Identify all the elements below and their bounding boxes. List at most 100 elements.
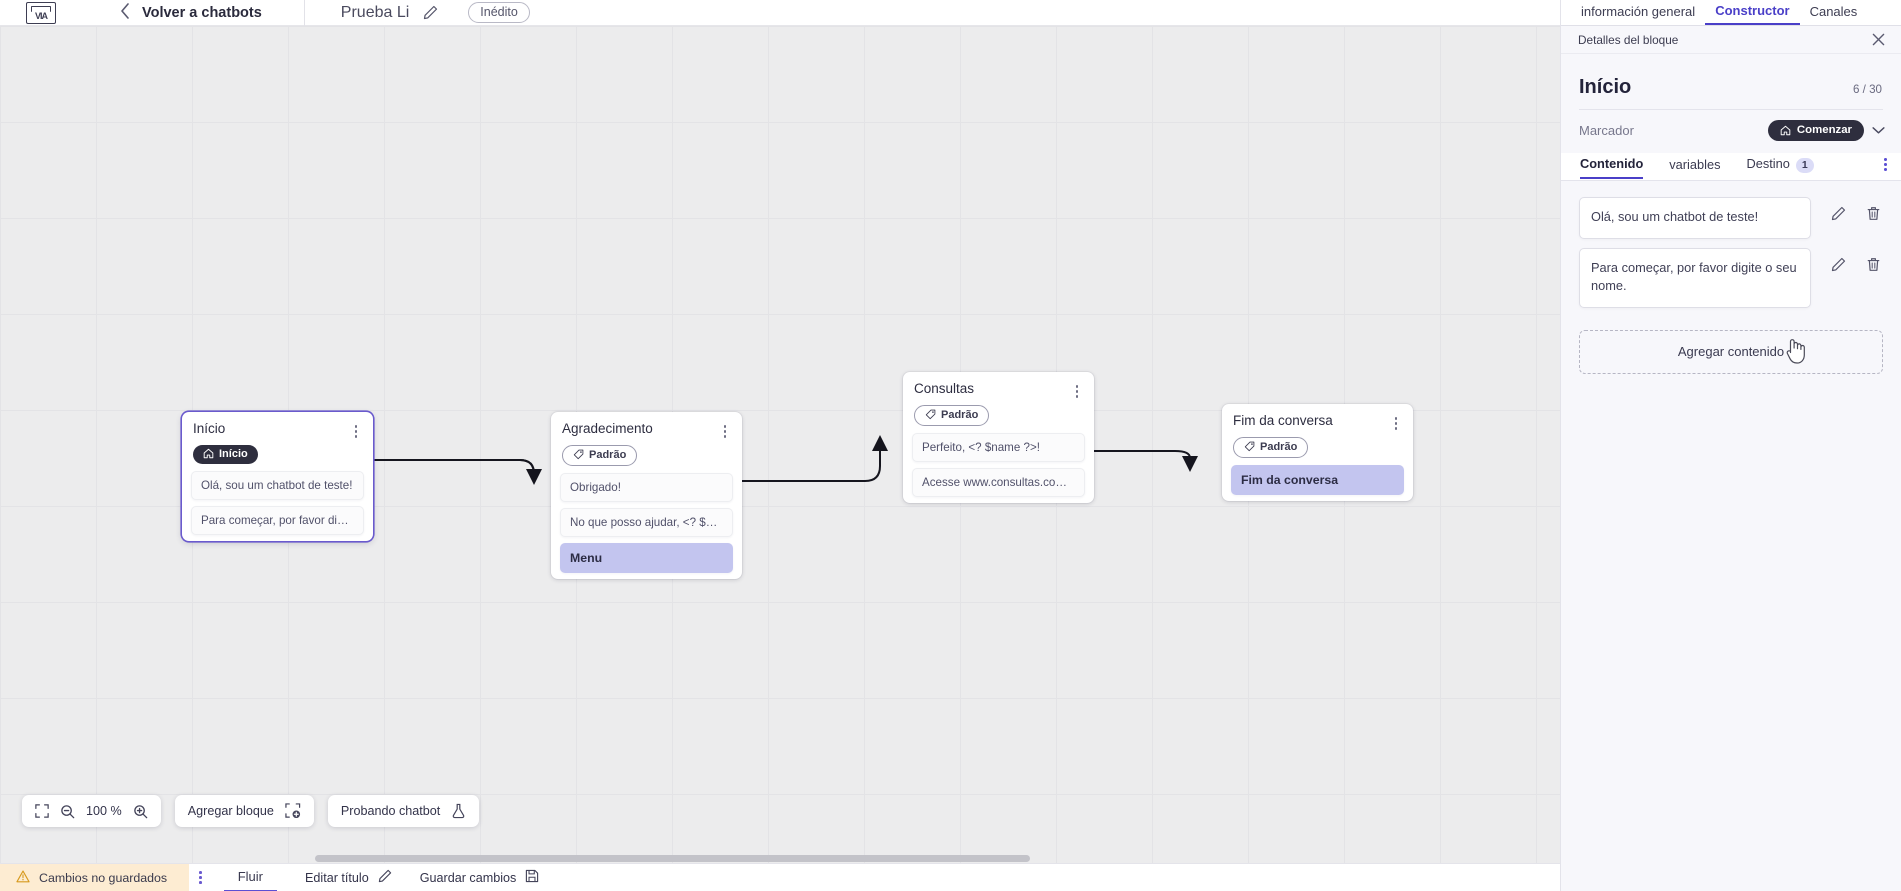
node-header: Agradecimento <box>551 412 742 438</box>
tab-destino-badge: 1 <box>1795 158 1814 173</box>
node-message-end[interactable]: Fim da conversa <box>1231 464 1404 495</box>
content-item-actions <box>1811 197 1885 221</box>
test-chatbot-button[interactable]: Probando chatbot <box>327 795 480 827</box>
back-chevron-icon[interactable] <box>120 3 130 22</box>
node-messages: Perfeito, <? $name ?>! Acesse www.consul… <box>903 430 1094 497</box>
node-badge-row: Padrão <box>1222 430 1413 462</box>
flow-node-fim-da-conversa[interactable]: Fim da conversa Padrão Fim da conversa <box>1222 404 1413 501</box>
pencil-icon <box>378 869 392 886</box>
add-block-icon[interactable] <box>285 803 301 819</box>
panel-divider <box>1579 109 1883 110</box>
save-changes-button[interactable]: Guardar cambios <box>420 869 540 886</box>
block-count: 6 / 30 <box>1852 83 1882 96</box>
edit-title-pencil-icon[interactable] <box>423 5 438 20</box>
flow-node-inicio[interactable]: Início Início Olá, sou um chatbot de tes… <box>182 412 373 542</box>
node-menu-icon[interactable] <box>1070 381 1084 398</box>
warning-triangle-icon <box>16 869 30 886</box>
flask-icon[interactable] <box>451 803 466 819</box>
app-header: VIA Volver a chatbots Prueba Li Inédito <box>0 0 1560 26</box>
fit-screen-icon[interactable] <box>35 804 49 818</box>
node-badge-default: Padrão <box>562 444 638 466</box>
tab-contenido[interactable]: Contenido <box>1580 156 1644 179</box>
content-item-actions <box>1811 248 1885 272</box>
flow-canvas[interactable]: Início Início Olá, sou um chatbot de tes… <box>0 26 1560 863</box>
node-badge-default: Padrão <box>914 404 990 426</box>
pencil-icon[interactable] <box>1831 206 1846 221</box>
node-message[interactable]: Obrigado! <box>560 472 733 502</box>
tab-canales[interactable]: Canales <box>1809 4 1858 19</box>
status-badge: Inédito <box>468 2 530 23</box>
close-icon[interactable] <box>1872 33 1885 46</box>
canvas-toolbar: 100 % Agregar bloque Probando chatbot <box>22 795 480 827</box>
content-item: Olá, sou um chatbot de teste! <box>1579 197 1885 239</box>
node-message[interactable]: Para começar, por favor digite o ... <box>191 506 364 536</box>
node-messages: Olá, sou um chatbot de teste! Para começ… <box>182 468 373 536</box>
node-message[interactable]: Olá, sou um chatbot de teste! <box>191 471 364 501</box>
node-menu-icon[interactable] <box>1389 413 1403 430</box>
tab-constructor[interactable]: Constructor <box>1705 0 1800 25</box>
test-chatbot-label: Probando chatbot <box>340 804 441 818</box>
content-item: Para começar, por favor digite o seu nom… <box>1579 247 1885 308</box>
chevron-down-icon[interactable] <box>1872 126 1885 135</box>
marker-control: Comenzar <box>1767 120 1885 141</box>
zoom-level: 100 % <box>86 804 122 818</box>
unsaved-changes-indicator: Cambios no guardados <box>0 863 190 891</box>
marker-chip-comenzar[interactable]: Comenzar <box>1767 120 1864 141</box>
pencil-icon[interactable] <box>1831 257 1846 272</box>
node-message-menu[interactable]: Menu <box>560 542 733 573</box>
node-title: Consultas <box>914 381 975 396</box>
tag-icon <box>1244 441 1255 452</box>
node-messages: Fim da conversa <box>1222 462 1413 495</box>
via-logo-icon: VIA <box>26 1 56 24</box>
block-title: Início <box>1579 76 1632 98</box>
node-badge-row: Padrão <box>551 438 742 470</box>
status-bar: Cambios no guardados Fluir Editar título… <box>0 863 1560 891</box>
node-message[interactable]: No que posso ajudar, <? $name ... <box>560 507 733 537</box>
edit-title-button[interactable]: Editar título <box>305 869 392 886</box>
node-message[interactable]: Perfeito, <? $name ?>! <box>912 432 1085 462</box>
tag-icon <box>573 449 584 460</box>
add-block-label: Agregar bloque <box>187 804 274 818</box>
tab-fluir[interactable]: Fluir <box>223 864 277 891</box>
save-changes-label: Guardar cambios <box>419 870 517 885</box>
tab-informacion-general[interactable]: información general <box>1581 4 1696 19</box>
node-message[interactable]: Acesse www.consultas.com par... <box>912 467 1085 497</box>
tag-icon <box>925 409 936 420</box>
flow-node-consultas[interactable]: Consultas Padrão Perfeito, <? $name ?>! … <box>903 372 1094 503</box>
node-badge-start: Início <box>193 444 258 464</box>
content-text[interactable]: Olá, sou um chatbot de teste! <box>1579 197 1811 239</box>
trash-icon[interactable] <box>1866 206 1881 221</box>
tab-variables[interactable]: variables <box>1669 157 1721 172</box>
status-kebab-menu-icon[interactable] <box>199 871 202 884</box>
node-badge-row: Início <box>182 438 373 469</box>
marker-row: Marcador Comenzar <box>1561 110 1901 153</box>
node-badge-row: Padrão <box>903 398 1094 430</box>
panel-overflow-menu-icon[interactable] <box>1884 158 1887 172</box>
block-details-panel: información general Constructor Canales … <box>1560 0 1901 891</box>
node-badge-label: Padrão <box>1260 440 1298 453</box>
block-title-row: Início 6 / 30 <box>1561 54 1901 109</box>
node-title: Início <box>193 421 226 436</box>
node-menu-icon[interactable] <box>349 421 363 438</box>
flow-node-agradecimento[interactable]: Agradecimento Padrão Obrigado! No que po… <box>551 412 742 579</box>
node-badge-label: Início <box>219 447 248 460</box>
content-text[interactable]: Para começar, por favor digite o seu nom… <box>1579 247 1811 308</box>
add-block-button[interactable]: Agregar bloque <box>174 795 314 827</box>
node-header: Início <box>182 412 373 438</box>
trash-icon[interactable] <box>1866 257 1881 272</box>
node-badge-default: Padrão <box>1233 436 1309 458</box>
node-badge-label: Padrão <box>589 448 627 461</box>
node-menu-icon[interactable] <box>718 421 732 438</box>
zoom-in-icon[interactable] <box>133 804 148 819</box>
zoom-out-icon[interactable] <box>60 804 75 819</box>
canvas-horizontal-scrollbar[interactable] <box>315 855 1030 862</box>
zoom-controls: 100 % <box>22 795 161 827</box>
add-content-button[interactable]: Agregar contenido <box>1579 329 1883 374</box>
unsaved-changes-label: Cambios no guardados <box>39 870 168 885</box>
node-header: Consultas <box>903 372 1094 398</box>
flow-title: Prueba Li <box>340 3 410 21</box>
home-icon <box>203 448 214 459</box>
home-icon <box>1780 125 1791 135</box>
back-to-chatbots-link[interactable]: Volver a chatbots <box>142 4 262 21</box>
